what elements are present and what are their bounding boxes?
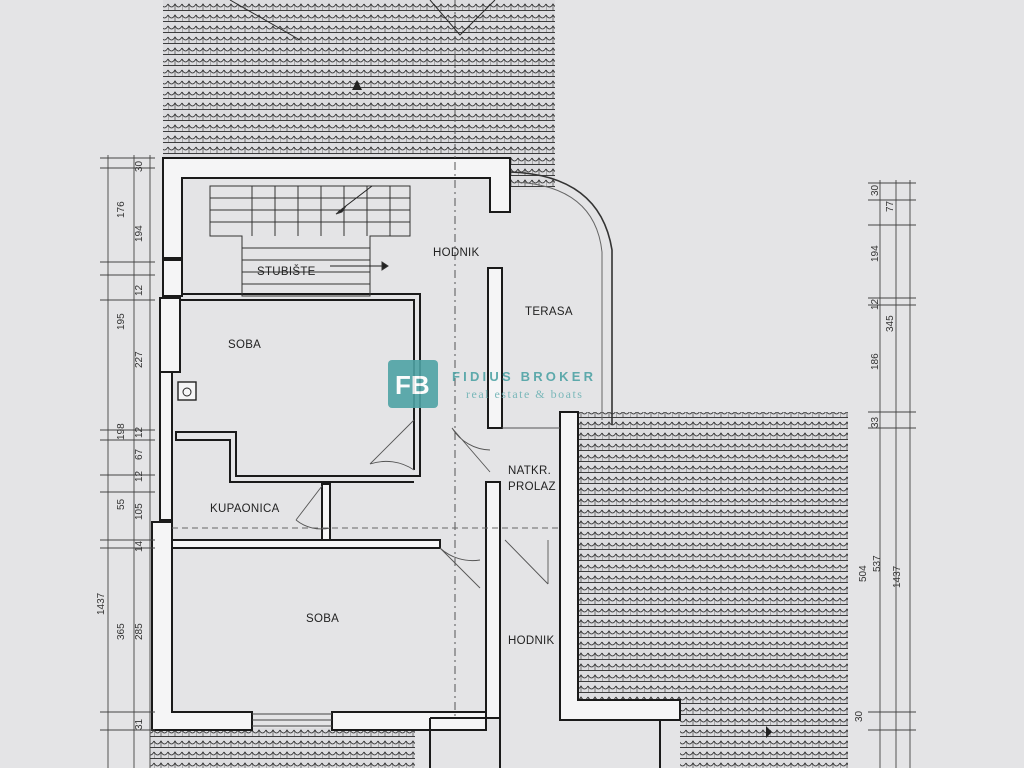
stairs-drawing xyxy=(209,185,411,297)
roof-bottom-left xyxy=(150,728,415,768)
interior-lines xyxy=(172,0,560,727)
dim-right-5: 345 xyxy=(885,315,896,332)
dim-left-outer-1: 30 xyxy=(134,160,145,172)
chimney-box xyxy=(177,381,197,401)
label-room-top: SOBA xyxy=(228,339,261,351)
dim-left-inner-4: 12 xyxy=(134,426,145,438)
terrace-outline xyxy=(509,171,613,425)
dim-left-outer-6: 365 xyxy=(116,623,127,640)
dim-left-inner-5: 67 xyxy=(134,448,145,460)
dim-left-outer-4: 198 xyxy=(116,423,127,440)
dim-left-outer-3: 195 xyxy=(116,313,127,330)
roof-arrow-top xyxy=(352,80,362,90)
label-bathroom: KUPAONICA xyxy=(210,503,280,515)
roof-tiles xyxy=(150,0,848,768)
roof-right xyxy=(578,412,848,768)
dim-right-8: 504 xyxy=(858,565,869,582)
watermark-logo: FB xyxy=(395,370,430,400)
dim-left-inner-7: 105 xyxy=(134,503,145,520)
label-covered-passage-1: NATKR. xyxy=(508,465,551,477)
dim-right-9: 537 xyxy=(872,555,883,572)
dim-left-inner-9: 285 xyxy=(134,623,145,640)
dim-left-outer-2: 176 xyxy=(116,201,127,218)
label-stairs: STUBIŠTE xyxy=(257,265,316,278)
dim-left-inner-2: 12 xyxy=(134,284,145,296)
dim-labels-left: 30 176 194 12 195 227 198 12 67 12 55 10… xyxy=(96,160,145,730)
dim-right-4: 12 xyxy=(870,298,881,310)
label-room-bottom: SOBA xyxy=(306,613,339,625)
dim-labels-right: 30 77 194 12 345 186 33 504 537 1437 30 xyxy=(854,184,903,722)
dimension-lines-left xyxy=(100,155,155,768)
label-hall-top: HODNIK xyxy=(433,247,480,259)
dim-right-3: 194 xyxy=(870,245,881,262)
label-terrace: TERASA xyxy=(525,306,573,318)
dim-left-total: 1437 xyxy=(96,592,107,615)
dim-left-inner-3: 227 xyxy=(134,351,145,368)
watermark-name: FIDIUS BROKER xyxy=(452,369,596,384)
watermark-logo-box xyxy=(388,360,438,408)
walls xyxy=(151,157,681,768)
watermark: FB FIDIUS BROKER real estate & boats xyxy=(388,360,596,408)
terrace-outline-inner xyxy=(514,181,603,420)
dim-left-inner-1: 194 xyxy=(134,225,145,242)
roof-arrow-right xyxy=(766,726,772,738)
dimension-lines-right xyxy=(868,180,916,768)
dim-right-6: 186 xyxy=(870,353,881,370)
roof-top xyxy=(163,0,555,190)
dim-right-10: 30 xyxy=(854,710,865,722)
dim-left-outer-7: 31 xyxy=(134,718,145,730)
watermark-tagline: real estate & boats xyxy=(466,387,583,401)
doors xyxy=(295,419,549,589)
dim-left-inner-8: 14 xyxy=(134,540,145,552)
roof-ridge xyxy=(229,0,496,41)
dim-right-2: 77 xyxy=(885,200,896,212)
dim-left-inner-6: 12 xyxy=(134,470,145,482)
dim-right-1: 30 xyxy=(870,184,881,196)
dim-right-total: 1437 xyxy=(892,565,903,588)
room-labels: STUBIŠTE HODNIK TERASA SOBA NATKR. PROLA… xyxy=(210,247,573,647)
label-covered-passage-2: PROLAZ xyxy=(508,481,556,493)
dim-right-7: 33 xyxy=(870,416,881,428)
dim-left-outer-5: 55 xyxy=(116,498,127,510)
label-hall-bottom: HODNIK xyxy=(508,635,555,647)
